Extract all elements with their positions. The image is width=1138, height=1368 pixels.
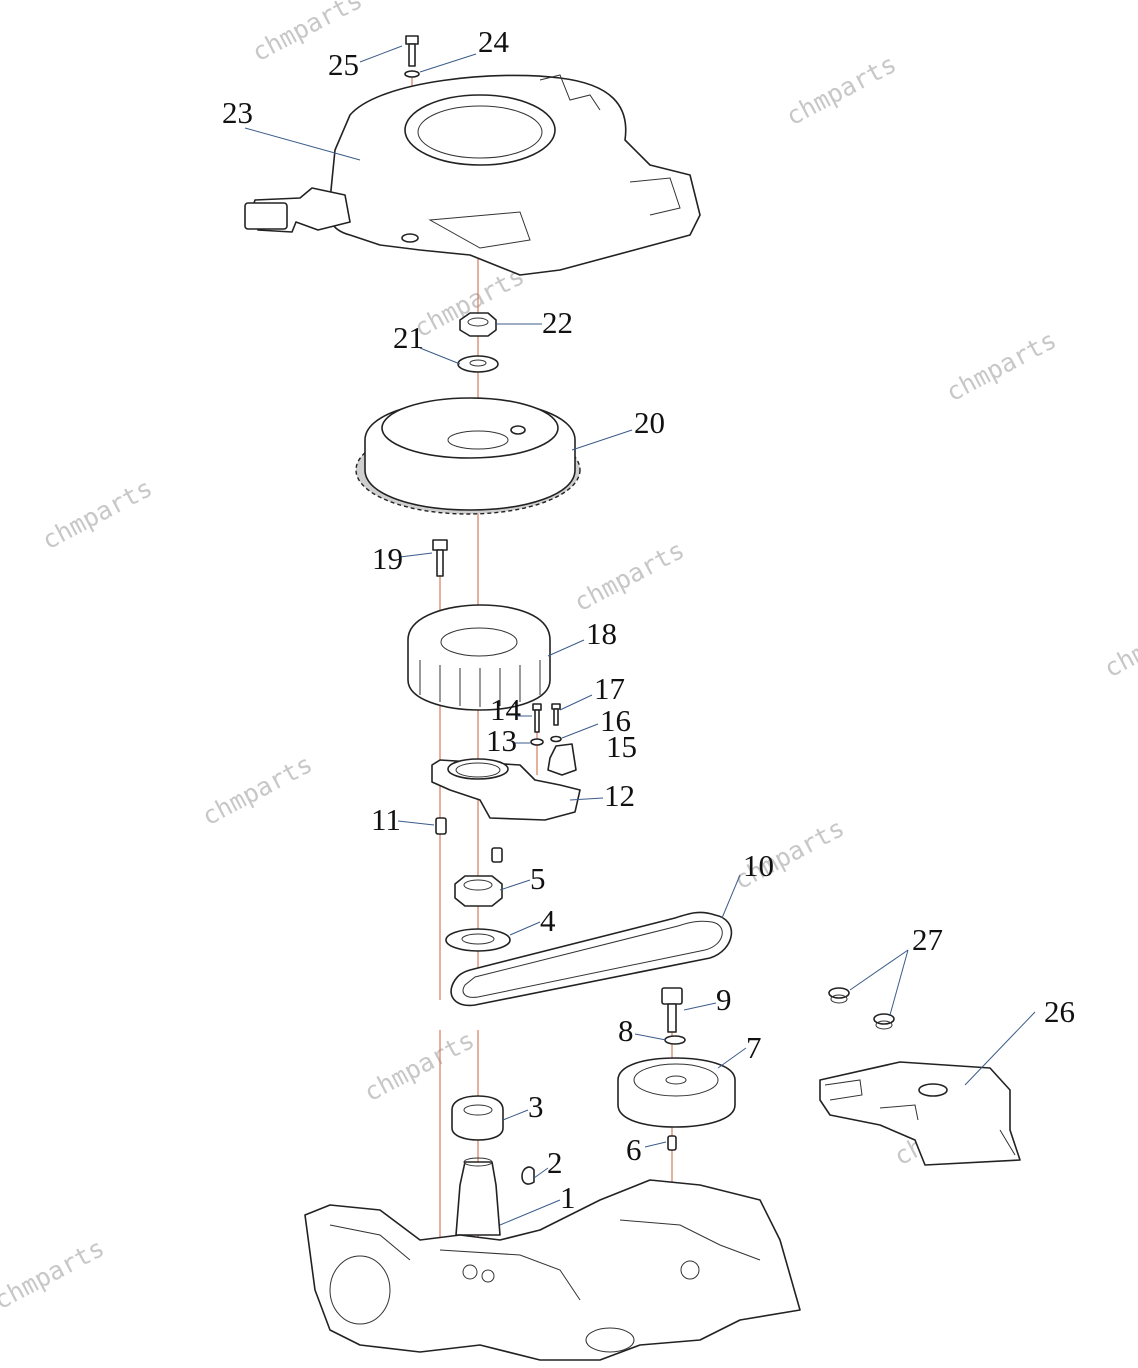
washer-4 [445, 928, 511, 952]
callout-labels: 25 24 23 22 21 20 19 18 17 14 16 13 15 1… [222, 24, 1075, 1215]
stator-18 [407, 604, 551, 711]
flywheel-20 [355, 397, 581, 515]
callout-16: 16 [600, 703, 631, 738]
callout-27: 27 [912, 922, 943, 957]
watermark: chmparts [569, 535, 689, 617]
callout-15: 15 [606, 729, 637, 764]
washer-24 [404, 70, 420, 78]
callout-24: 24 [478, 24, 510, 59]
bolt-25 [405, 35, 419, 67]
dowel-pin [491, 847, 503, 863]
callout-4: 4 [540, 903, 556, 938]
callout-13: 13 [486, 723, 517, 758]
callout-10: 10 [743, 848, 774, 883]
key-6 [667, 1135, 677, 1151]
callout-23: 23 [222, 95, 253, 130]
callout-21: 21 [393, 320, 424, 355]
clip-15 [547, 743, 577, 776]
nut-5 [454, 875, 503, 907]
callout-11: 11 [371, 802, 401, 837]
washer-13 [530, 738, 544, 746]
timing-cover-26 [819, 1061, 1021, 1166]
nut-22 [459, 312, 497, 337]
timing-belt-10 [450, 911, 733, 1007]
watermark: chmparts [197, 749, 317, 831]
callout-2: 2 [547, 1145, 563, 1180]
callout-7: 7 [746, 1030, 762, 1065]
callout-9: 9 [716, 982, 732, 1017]
callout-14: 14 [490, 692, 522, 727]
callout-12: 12 [604, 778, 635, 813]
washer-21 [457, 355, 499, 373]
washer-8 [664, 1035, 686, 1045]
leader-lines [244, 45, 1036, 1226]
recoil-starter-housing [244, 74, 701, 276]
callout-26: 26 [1044, 994, 1075, 1029]
callout-18: 18 [586, 616, 617, 651]
callout-20: 20 [634, 405, 665, 440]
watermark: chmparts [941, 325, 1061, 407]
callout-5: 5 [530, 861, 546, 896]
dowel-11 [435, 817, 447, 835]
callout-22: 22 [542, 305, 573, 340]
washer-16 [550, 735, 562, 743]
bolt-14 [532, 703, 542, 733]
watermark: chmparts [359, 1025, 479, 1107]
callout-25: 25 [328, 47, 359, 82]
camshaft-pulley-7 [617, 1057, 736, 1128]
watermark: chmparts [1099, 601, 1138, 683]
callout-17: 17 [594, 671, 625, 706]
callout-1: 1 [560, 1180, 576, 1215]
screw-17 [551, 703, 561, 726]
watermark: chmparts [0, 1233, 109, 1315]
callout-19: 19 [372, 541, 403, 576]
callout-6: 6 [626, 1132, 642, 1167]
bolt-19 [432, 539, 448, 577]
callout-8: 8 [618, 1013, 634, 1048]
crank-sprocket-3 [451, 1095, 504, 1141]
grommet-27a [828, 987, 850, 1004]
grommet-27b [873, 1013, 895, 1030]
watermark: chmparts [37, 473, 157, 555]
woodruff-key-2 [521, 1166, 535, 1185]
base-plate-12 [431, 758, 581, 821]
bolt-9 [661, 987, 683, 1033]
watermark: chmparts [781, 49, 901, 131]
engine-block-1 [304, 1157, 801, 1361]
callout-3: 3 [528, 1089, 544, 1124]
